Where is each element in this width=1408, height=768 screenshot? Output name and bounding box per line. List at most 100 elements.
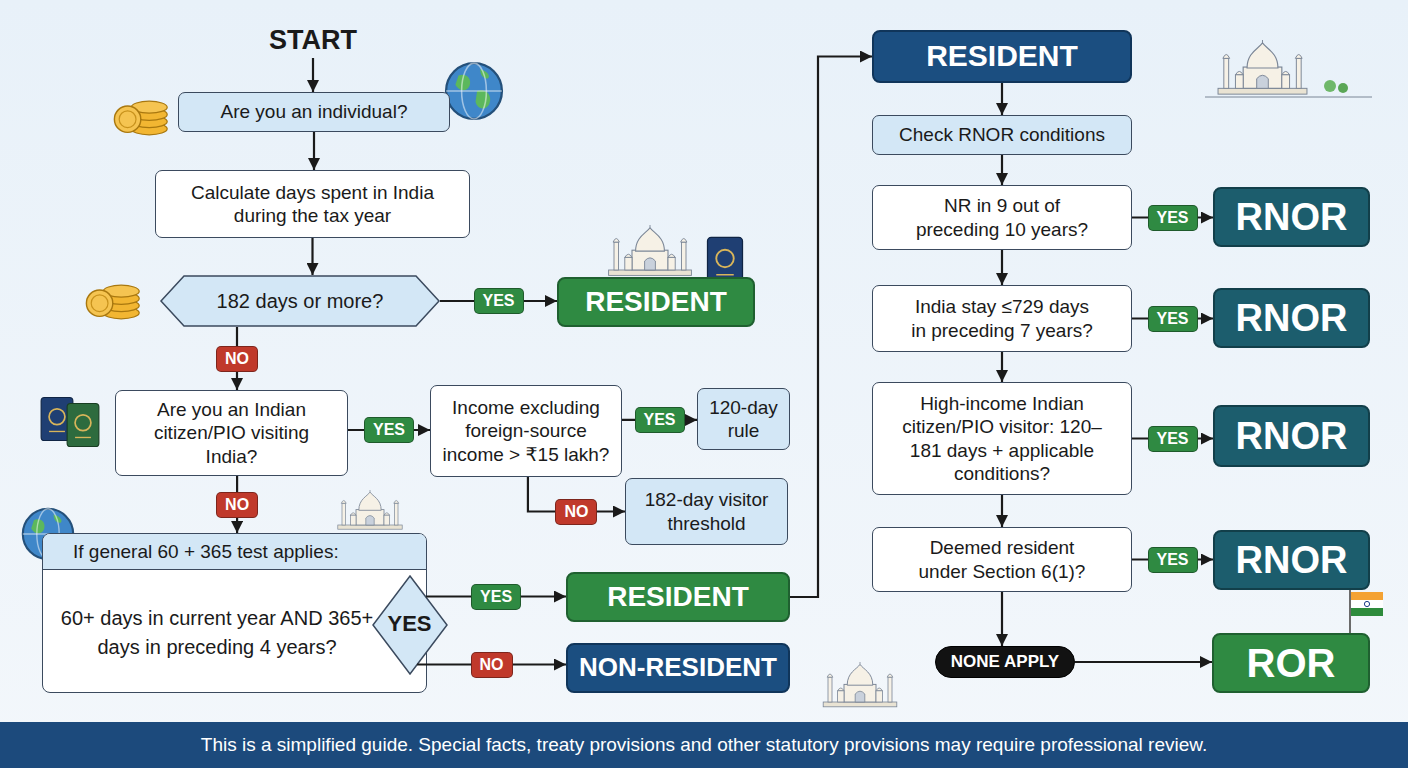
- caption-text: This is a simplified guide. Special fact…: [201, 734, 1207, 756]
- diamond-shape: [373, 576, 447, 674]
- edge-label: YES: [1147, 306, 1197, 332]
- connector-arrow: [1001, 83, 1003, 115]
- flag-saffron: [1351, 592, 1383, 600]
- node-text: India stay ≤729 days in preceding 7 year…: [907, 295, 1097, 341]
- connector-arrow: [622, 419, 697, 421]
- connector-arrow: [1001, 155, 1003, 185]
- connector-arrow: [1001, 495, 1003, 527]
- edge-label: NO: [471, 652, 513, 678]
- node-text: RNOR: [1236, 194, 1348, 240]
- coins-icon: [114, 101, 167, 135]
- flag-chakra: [1364, 601, 1369, 606]
- result-box: RNOR: [1213, 187, 1370, 247]
- connector-arrow: [417, 663, 566, 665]
- node-text: Deemed resident under Section 6(1)?: [907, 536, 1097, 582]
- passport-icon: [67, 403, 99, 446]
- taj-mahal-icon: [823, 662, 897, 707]
- caption-band: This is a simplified guide. Special fact…: [0, 722, 1408, 768]
- node-text: RESIDENT: [607, 580, 749, 614]
- taj-mahal-icon: [609, 225, 692, 275]
- edge-label: YES: [1147, 426, 1197, 452]
- result-box: RESIDENT: [557, 277, 755, 327]
- connector-arrow: [1001, 250, 1003, 285]
- result-box: RNOR: [1213, 405, 1370, 467]
- connector-arrow: [236, 476, 238, 533]
- node-text: RESIDENT: [926, 38, 1078, 75]
- connector-arrow: [313, 132, 315, 170]
- step-box: Check RNOR conditions: [872, 115, 1132, 155]
- edge-label: YES: [1147, 547, 1197, 573]
- connector-arrow: [1132, 437, 1213, 439]
- node-text: RNOR: [1236, 295, 1348, 341]
- node-text: RNOR: [1236, 537, 1348, 583]
- rule-box: 120-day rule: [697, 388, 790, 450]
- node-text: High-income Indian citizen/PIO visitor: …: [895, 392, 1110, 485]
- node-text: 182-day visitor threshold: [632, 488, 782, 534]
- node-text: Are you an Indian citizen/PIO visiting I…: [129, 398, 334, 468]
- connector-arrow: [440, 300, 557, 302]
- edge-label: YES: [364, 417, 414, 443]
- taj-mahal-icon: [1218, 40, 1307, 94]
- result-box: ROR: [1212, 633, 1370, 693]
- connector-arrow: [348, 429, 430, 431]
- connector-arrow: [1001, 352, 1003, 382]
- connector-arrow: [312, 58, 314, 92]
- node-text: YES: [387, 611, 431, 638]
- connector-arrow: [236, 327, 238, 390]
- node-text: Check RNOR conditions: [899, 123, 1105, 146]
- node-text: Are you an individual?: [221, 100, 408, 123]
- question-box: Income excluding foreign-source income >…: [430, 385, 622, 477]
- node-text: Calculate days spent in India during the…: [168, 181, 458, 227]
- taj-mahal-icon: [338, 490, 402, 529]
- horizon-line: [1205, 97, 1372, 98]
- connector-arrow: [1132, 216, 1213, 218]
- node-text: RESIDENT: [585, 285, 727, 319]
- node-text: NR in 9 out of preceding 10 years?: [902, 194, 1102, 240]
- flag-white: [1351, 600, 1383, 608]
- rule-box: 182-day visitor threshold: [625, 478, 788, 545]
- edge-label: YES: [1147, 205, 1197, 231]
- tree-icon: [1338, 83, 1348, 93]
- process-box: Calculate days spent in India during the…: [155, 170, 470, 238]
- globe-icon: [446, 63, 502, 119]
- decision-hexagon: 182 days or more?: [160, 275, 440, 327]
- question-box: High-income Indian citizen/PIO visitor: …: [872, 382, 1132, 495]
- group-body: 60+ days in current year AND 365+ days i…: [57, 574, 377, 692]
- node-text: START: [269, 24, 357, 57]
- connector-arrow: [1075, 661, 1212, 663]
- result-box: NON-RESIDENT: [566, 643, 790, 693]
- edge-label: NO: [216, 492, 258, 518]
- node-text: 182 days or more?: [217, 289, 384, 313]
- edge-label: NO: [216, 346, 258, 372]
- edge-label: YES: [473, 288, 523, 314]
- group-heading: If general 60 + 365 test applies:: [43, 534, 426, 570]
- question-box: Are you an Indian citizen/PIO visiting I…: [115, 390, 348, 476]
- coins-icon: [86, 285, 139, 319]
- terminal-pill: NONE APPLY: [935, 646, 1075, 678]
- hexagon-shape: [161, 276, 439, 326]
- question-box: Are you an individual?: [178, 92, 450, 132]
- connector-arrow: [426, 595, 566, 597]
- result-box: RNOR: [1213, 530, 1370, 590]
- decision-diamond: YES: [372, 575, 448, 675]
- connector-arrow: [790, 57, 872, 598]
- connector-arrow: [528, 477, 625, 512]
- connector-arrow: [1132, 317, 1213, 319]
- edge-label: YES: [634, 407, 684, 433]
- result-box: RNOR: [1213, 288, 1370, 348]
- question-box: India stay ≤729 days in preceding 7 year…: [872, 285, 1132, 352]
- question-box: NR in 9 out of preceding 10 years?: [872, 185, 1132, 250]
- result-box: RESIDENT: [872, 30, 1132, 83]
- node-text: ROR: [1247, 639, 1336, 688]
- question-box: Deemed resident under Section 6(1)?: [872, 527, 1132, 592]
- connector-arrow: [311, 238, 313, 275]
- node-text: RNOR: [1236, 413, 1348, 459]
- node-text: NONE APPLY: [951, 652, 1059, 673]
- edge-label: YES: [471, 584, 521, 610]
- node-text: NON-RESIDENT: [579, 652, 777, 684]
- connector-arrow: [1001, 592, 1003, 646]
- start-terminal: START: [258, 22, 368, 58]
- node-text: Income excluding foreign-source income >…: [437, 396, 615, 466]
- result-box: RESIDENT: [566, 572, 790, 622]
